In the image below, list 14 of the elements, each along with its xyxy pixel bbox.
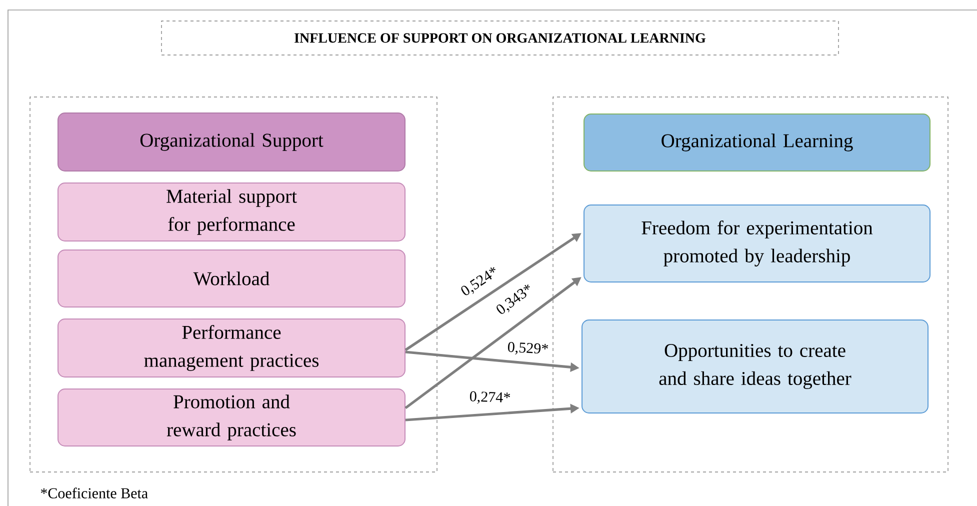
factor-box: Workload xyxy=(58,250,406,308)
factor-box: Promotion and reward practices xyxy=(58,388,406,446)
outcome-box: Freedom for experimentation promoted by leadership xyxy=(584,204,931,282)
outcome-box: Opportunities to create and share ideas together xyxy=(582,320,928,414)
dashed-group-frame xyxy=(30,96,438,472)
edge-label: 0,274* xyxy=(470,391,510,404)
header-box: Organizational Learning xyxy=(584,114,931,172)
title-box: INFLUENCE OF SUPPORT ON ORGANIZATIONAL LEARNING xyxy=(161,20,839,56)
factor-box: Performance management practices xyxy=(58,318,406,378)
dashed-group-frame xyxy=(552,96,948,472)
edge-label: 0,529* xyxy=(508,342,548,354)
footnote: *Coeficiente Beta xyxy=(40,488,148,498)
header-box: Organizational Support xyxy=(58,112,406,172)
factor-box: Material support for performance xyxy=(58,182,406,242)
